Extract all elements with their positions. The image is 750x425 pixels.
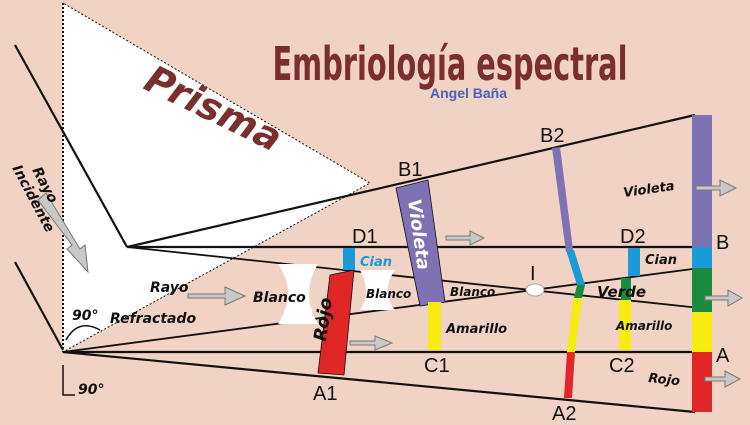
red-band-1 xyxy=(317,269,355,376)
cone-lower xyxy=(126,246,701,309)
blanco-label-1: Blanco xyxy=(253,290,306,306)
point-c2: C2 xyxy=(609,355,635,377)
angle-label-top: 90° xyxy=(72,308,98,324)
prism xyxy=(62,2,372,353)
amarillo-label-2: Amarillo xyxy=(615,319,672,333)
arrow-refracted xyxy=(187,286,247,306)
cian-label-1: Cian xyxy=(360,255,392,270)
intersection-point xyxy=(525,283,545,297)
refracted-label-2: Refractado xyxy=(110,311,196,327)
cyan-block-1 xyxy=(343,248,355,270)
red-band-2 xyxy=(564,352,575,398)
violet-band-1 xyxy=(395,179,446,307)
line-b xyxy=(126,113,696,249)
spectrum-violet xyxy=(692,115,712,247)
point-d2: D2 xyxy=(620,226,646,248)
arrow-rojo-right xyxy=(704,370,742,388)
violeta-label-right: Violeta xyxy=(622,179,675,201)
point-b2: B2 xyxy=(540,125,564,147)
arrow-rojo-1 xyxy=(349,335,394,351)
point-b: B xyxy=(716,232,729,254)
yellow-block-2 xyxy=(619,300,631,350)
blanco-lens-1 xyxy=(278,264,318,324)
title: Embriología espectral xyxy=(273,37,628,91)
author: Angel Baña xyxy=(430,85,507,101)
refracted-label-1: Rayo xyxy=(150,280,189,296)
rojo-label-right: Rojo xyxy=(648,371,681,389)
arrow-incident xyxy=(37,192,89,274)
blanco-label-2: Blanco xyxy=(366,287,411,301)
point-i: I xyxy=(530,263,536,285)
spectrum-green xyxy=(692,268,712,312)
green-band-2 xyxy=(574,285,585,298)
violet-band-2 xyxy=(552,147,573,252)
spectrum-red xyxy=(692,352,712,412)
verde-label: Verde xyxy=(597,283,646,301)
line-a xyxy=(62,350,696,414)
spectrum-cyan xyxy=(692,247,712,268)
point-a1: A1 xyxy=(313,383,337,405)
yellow-band-2 xyxy=(567,298,582,352)
cyan-block-2 xyxy=(628,248,640,276)
incident-ray-lower xyxy=(14,261,64,351)
angle-label-bottom: 90° xyxy=(78,382,104,398)
amarillo-label-1: Amarillo xyxy=(445,322,507,337)
point-d1: D1 xyxy=(352,226,378,248)
spectrum-yellow xyxy=(692,312,712,352)
arrow-verde-right xyxy=(704,289,744,307)
point-c1: C1 xyxy=(424,355,450,377)
angle-marker-bottom xyxy=(62,365,75,396)
point-a: A xyxy=(716,345,730,367)
blanco-label-3: Blanco xyxy=(450,285,495,299)
arrow-violeta-right xyxy=(695,179,738,197)
yellow-block-1 xyxy=(428,302,441,350)
point-a2: A2 xyxy=(552,403,576,425)
green-block-2 xyxy=(621,278,631,300)
arrow-violeta-1 xyxy=(445,230,486,246)
point-b1: B1 xyxy=(398,159,422,181)
incident-ray-upper xyxy=(14,44,128,248)
cian-label-2: Cian xyxy=(645,253,677,268)
angle-arc-top xyxy=(65,325,101,341)
blanco-lens-2 xyxy=(360,270,395,310)
cyan-band-2 xyxy=(566,250,585,285)
